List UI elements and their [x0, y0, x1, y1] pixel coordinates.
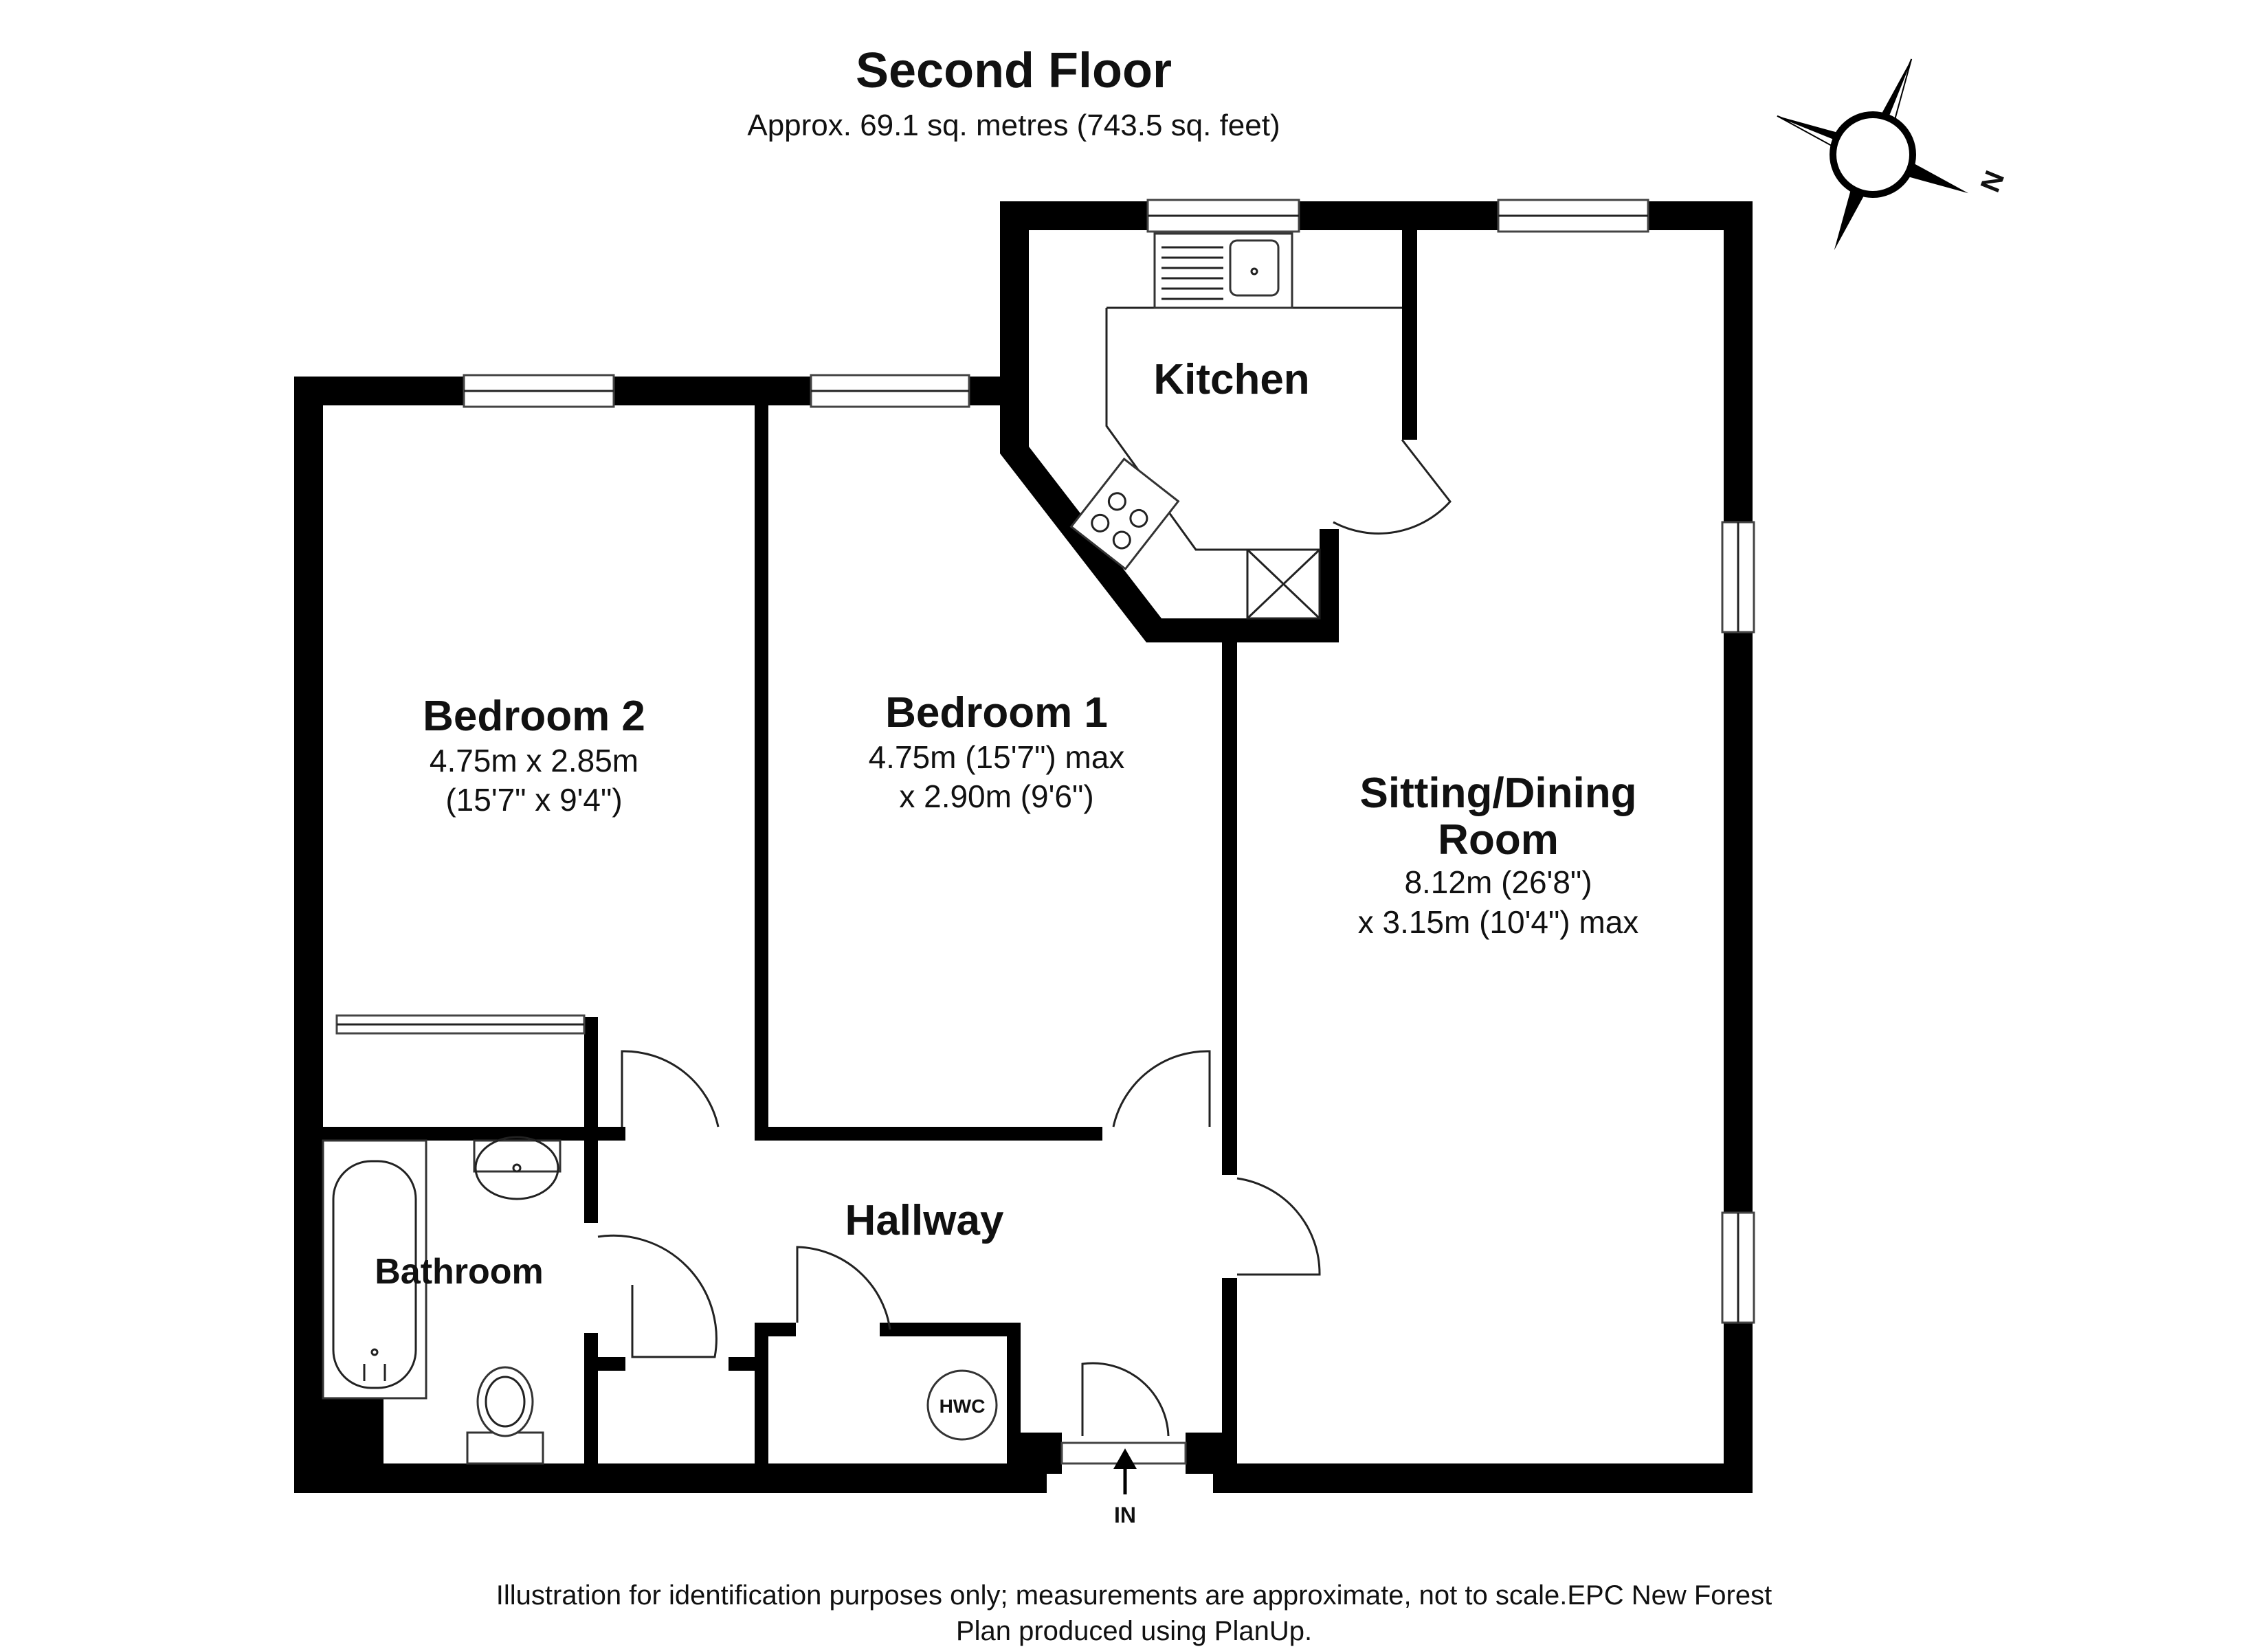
bedroom1-dim1: 4.75m (15'7") max [869, 739, 1125, 775]
bedroom1-dim2: x 2.90m (9'6") [899, 778, 1093, 814]
sitting-dim2: x 3.15m (10'4") max [1358, 904, 1639, 940]
doors [597, 439, 1452, 1465]
door-entrance [1081, 1362, 1170, 1437]
entrance-label: IN [1114, 1503, 1136, 1527]
door-cupboard [796, 1246, 891, 1330]
bedroom2-name: Bedroom 2 [423, 693, 645, 740]
door-sitting [1236, 1177, 1321, 1276]
sitting-dim1: 8.12m (26'8") [1404, 864, 1592, 900]
hwc-label: HWC [940, 1395, 986, 1417]
kitchen-name: Kitchen [1153, 356, 1309, 403]
sitting-name-line1: Sitting/Dining [1360, 770, 1637, 817]
toilet-cistern [466, 1431, 544, 1465]
entrance-arrow [1113, 1448, 1137, 1494]
floor-title: Second Floor [855, 43, 1172, 98]
door-bedroom1 [1112, 1050, 1211, 1128]
outer-walls [294, 201, 1753, 1493]
basin [473, 1139, 562, 1173]
door-bedroom2 [621, 1050, 720, 1128]
floor-area: Approx. 69.1 sq. metres (743.5 sq. feet) [747, 109, 1280, 142]
kitchen-fittings [1069, 232, 1402, 620]
windows [335, 199, 1755, 1324]
compass-north-label: N [1975, 167, 2011, 197]
hwc-cylinder [926, 1369, 998, 1441]
compass-rose [1777, 58, 1969, 251]
bedroom2-dim2: (15'7" x 9'4") [445, 782, 622, 818]
door-bathroom [597, 1234, 718, 1358]
hob [1069, 457, 1180, 571]
bedroom1-name: Bedroom 1 [885, 689, 1108, 737]
kitchen-cupboard [1246, 548, 1321, 620]
bathroom-fittings [322, 1136, 562, 1465]
door-kitchen [1333, 439, 1452, 535]
bathroom-name: Bathroom [375, 1252, 544, 1292]
disclaimer: Illustration for identification purposes… [496, 1580, 1772, 1611]
sitting-name-line2: Room [1438, 816, 1559, 864]
plan-credit: Plan produced using PlanUp. [955, 1616, 1313, 1646]
hallway-name: Hallway [845, 1197, 1004, 1244]
bedroom2-dim1: 4.75m x 2.85m [430, 743, 638, 778]
